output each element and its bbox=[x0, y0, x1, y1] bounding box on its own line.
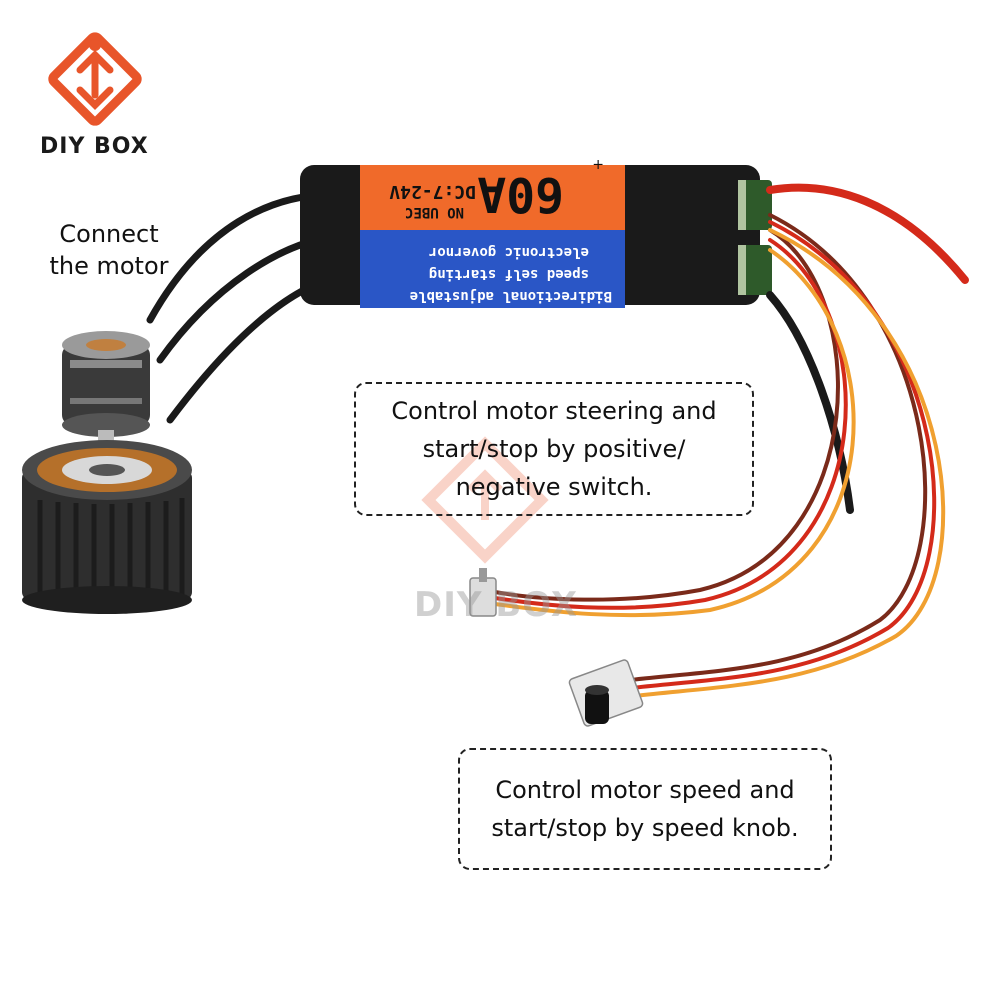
speed-knob-icon bbox=[568, 659, 644, 727]
speed-callout: Control motor speed and start/stop by sp… bbox=[458, 748, 832, 870]
speed-callout-line2: start/stop by speed knob. bbox=[491, 814, 799, 842]
esc-label: 60A NO UBEC DC:7-24V electronic governor… bbox=[389, 156, 612, 304]
knob-wires bbox=[628, 213, 946, 698]
speed-callout-line1: Control motor speed and bbox=[495, 776, 795, 804]
watermark-logo-icon bbox=[421, 436, 549, 564]
esc-voltage-label: DC:7-24V bbox=[389, 181, 476, 202]
connect-motor-line2: the motor bbox=[49, 252, 169, 280]
steering-callout-line1: Control motor steering and bbox=[391, 397, 717, 425]
esc-desc-line1: electronic governor bbox=[429, 244, 589, 260]
watermark-text: DIY BOX bbox=[414, 585, 579, 625]
steering-callout-line3: negative switch. bbox=[455, 473, 653, 501]
brand-name: DIY BOX bbox=[40, 134, 149, 159]
switch-wires bbox=[493, 228, 856, 618]
connect-motor-line1: Connect bbox=[59, 220, 159, 248]
diy-box-logo-icon bbox=[48, 32, 142, 126]
esc-desc-line2: speed self starting bbox=[429, 266, 589, 282]
esc-bec-label: NO UBEC bbox=[405, 204, 464, 220]
esc-minus-sign: − bbox=[592, 284, 604, 300]
power-wire-red bbox=[766, 183, 969, 284]
steering-callout: Control motor steering and start/stop by… bbox=[354, 382, 754, 516]
brushless-motor-icon bbox=[22, 331, 192, 614]
esc-current-rating: 60A bbox=[477, 166, 564, 222]
esc-desc-line3: Bidirectional adjustable bbox=[410, 288, 612, 304]
steering-callout-line2: start/stop by positive/ bbox=[422, 435, 686, 463]
connect-motor-label: Connect the motor bbox=[44, 218, 174, 282]
esc-plus-sign: + bbox=[592, 156, 604, 172]
esc-controller-icon bbox=[300, 165, 772, 308]
toggle-switch-icon bbox=[469, 568, 497, 617]
